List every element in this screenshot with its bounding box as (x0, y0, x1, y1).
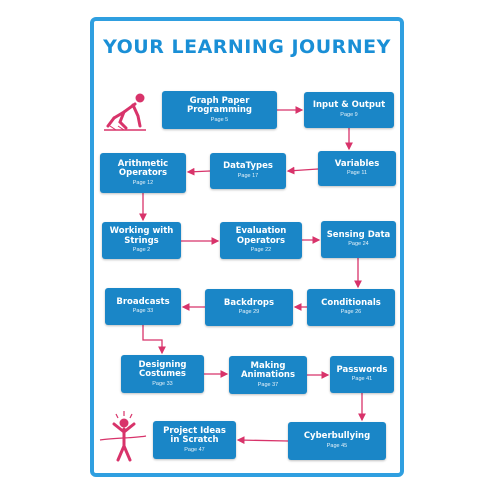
step-title: Passwords (336, 364, 388, 375)
step-title: Designing Costumes (138, 359, 187, 379)
step-page: Page 33 (152, 380, 173, 387)
step-title: Graph Paper Programming (186, 95, 253, 115)
step-page: Page 45 (326, 442, 348, 449)
step-title: Working with Strings (109, 226, 174, 246)
arrow-3-to-4 (286, 166, 319, 175)
step-page: Page 29 (238, 309, 260, 316)
step-title: Conditionals (321, 297, 381, 308)
step-title: Making Animations (240, 360, 296, 380)
step-page: Page 9 (340, 111, 358, 118)
step-page: Page 11 (346, 170, 368, 177)
step-title: Variables (334, 158, 380, 169)
step-title: Input & Output (312, 100, 386, 111)
step-title: Cyberbullying (303, 431, 371, 442)
step-page: Page 12 (132, 179, 154, 186)
step-page: Page 33 (132, 308, 154, 315)
step-title: Evaluation Operators (235, 226, 287, 246)
step-page: Page 47 (184, 446, 205, 453)
step-title: DataTypes (223, 161, 273, 172)
step-title: Sensing Data (326, 229, 391, 240)
arrow-4-to-5 (186, 167, 211, 176)
step-page: Page 5 (210, 116, 229, 123)
page-title: YOUR LEARNING JOURNEY (103, 36, 391, 58)
arrow-11-to-12 (142, 325, 166, 355)
step-title: Arithmetic Operators (117, 158, 169, 178)
step-title: Broadcasts (116, 296, 170, 307)
step-page: Page 41 (351, 376, 373, 383)
step-page: Page 2 (132, 247, 151, 253)
step-title: Project Ideas in Scratch (163, 425, 226, 445)
runner-start-icon (104, 93, 146, 131)
step-page: Page 17 (237, 172, 259, 179)
arrow-15-to-16 (236, 436, 289, 445)
step-page: Page 22 (250, 247, 272, 253)
finish-line-icon (99, 411, 147, 462)
step-title: Backdrops (223, 297, 275, 308)
step-page: Page 26 (340, 309, 362, 316)
step-page: Page 24 (348, 241, 369, 248)
step-page: Page 37 (257, 381, 279, 388)
